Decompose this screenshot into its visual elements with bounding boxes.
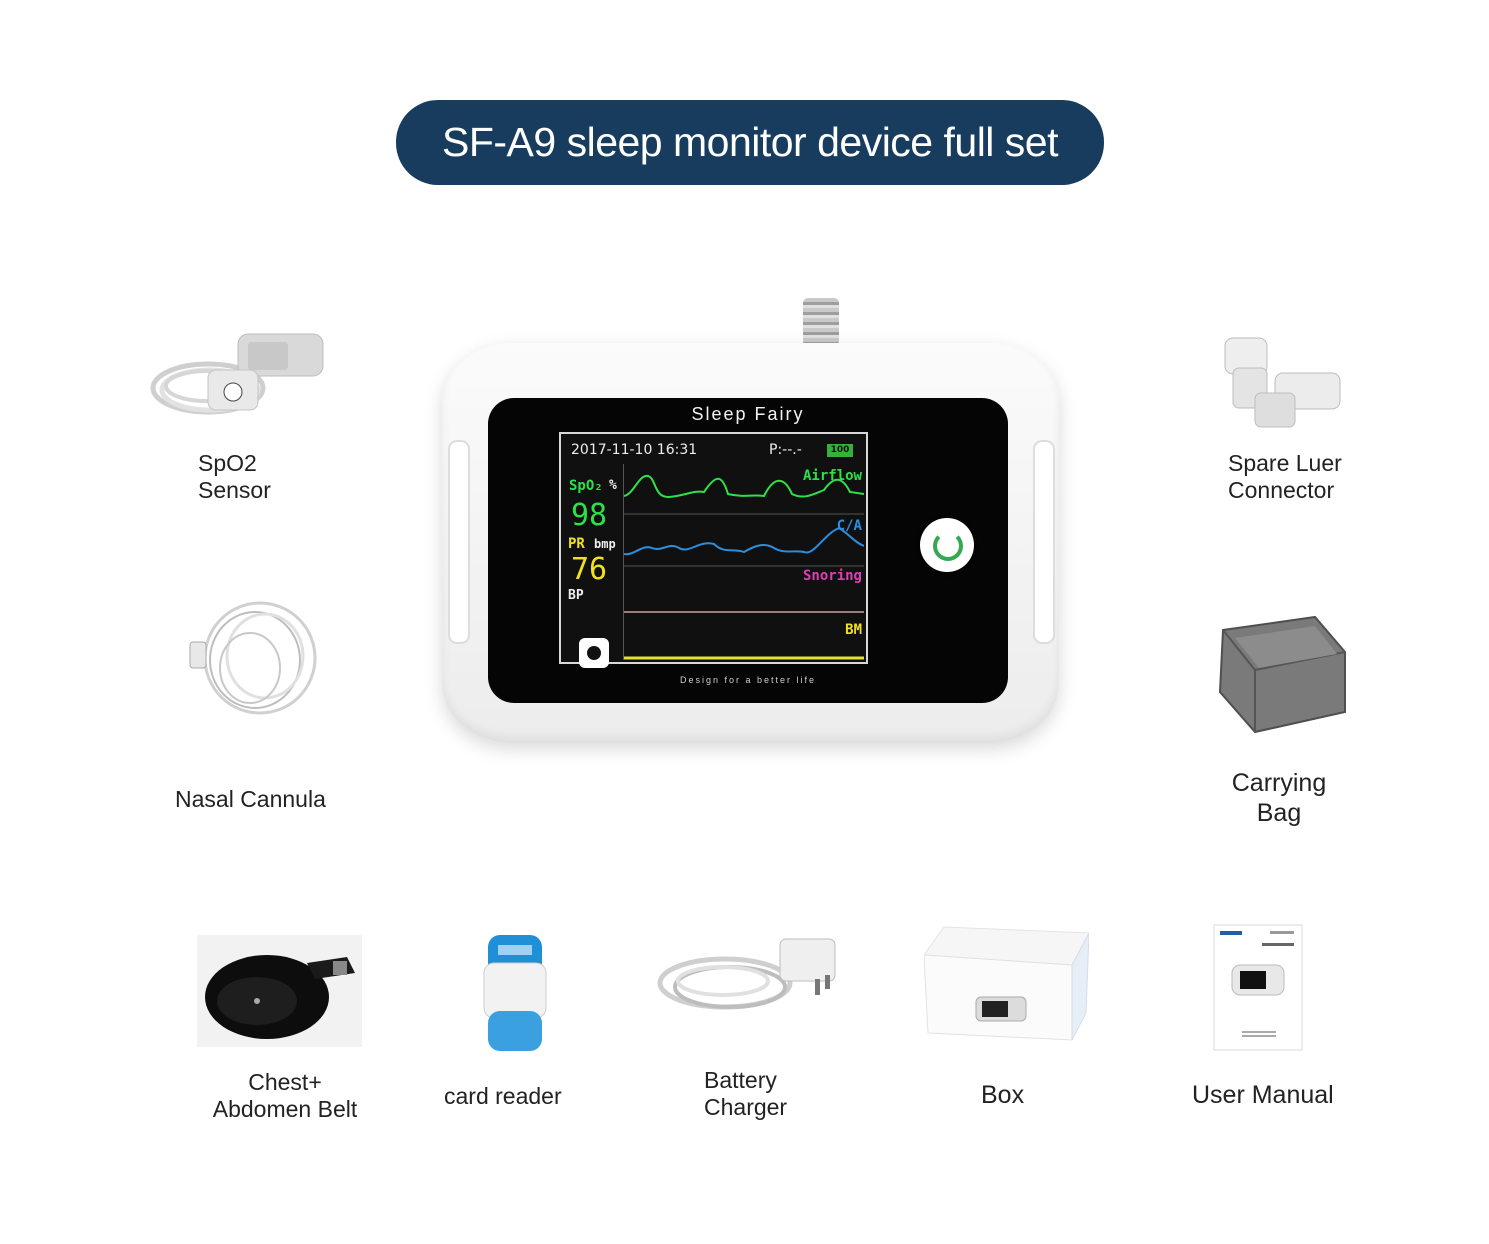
charger-line1: Battery xyxy=(704,1067,777,1093)
battery-icon: 100 xyxy=(827,444,853,457)
ca-label: C/A xyxy=(836,518,862,534)
spare-luer-line1: Spare Luer xyxy=(1228,450,1342,476)
power-button[interactable] xyxy=(920,518,974,572)
device-tagline: Design for a better life xyxy=(679,675,817,685)
waveform-panel xyxy=(624,474,864,660)
belt-line1: Chest+ xyxy=(248,1069,322,1095)
spo2-sensor-label: SpO2 Sensor xyxy=(198,450,271,504)
bp-label: BP xyxy=(568,588,584,603)
belt-image xyxy=(197,935,362,1047)
nasal-cannula-label: Nasal Cannula xyxy=(175,786,326,812)
belt-label: Chest+ Abdomen Belt xyxy=(205,1069,365,1123)
spare-luer-line2: Connector xyxy=(1228,477,1335,503)
screen-status-bar: 2017-11-10 16:31 P:--.- 100 xyxy=(561,434,866,464)
spare-luer-image xyxy=(1224,337,1341,428)
card-reader-label: card reader xyxy=(444,1083,562,1109)
screen-pressure: P:--.- xyxy=(769,442,802,458)
carrying-bag-label: Carrying Bag xyxy=(1228,768,1330,828)
page-title: SF-A9 sleep monitor device full set xyxy=(442,119,1059,165)
spare-luer-label: Spare Luer Connector xyxy=(1228,450,1342,504)
spo2-label: SpO₂ xyxy=(569,478,603,494)
bm-label: BM xyxy=(845,622,862,638)
device-brand: Sleep Fairy xyxy=(691,404,805,424)
left-grip xyxy=(448,440,470,644)
spo2-sensor-line1: SpO2 xyxy=(198,450,257,476)
nasal-cannula-image xyxy=(189,601,317,715)
spo2-sensor-image xyxy=(150,333,324,415)
card-reader-image xyxy=(483,935,547,1051)
charger-line2: Charger xyxy=(704,1094,788,1120)
screen-datetime: 2017-11-10 16:31 xyxy=(571,442,698,458)
pr-value: 76 xyxy=(571,552,608,587)
spo2-unit: % xyxy=(609,478,617,493)
charger-image xyxy=(657,938,836,1010)
vitals-panel: SpO₂ % 98 PR bmp 76 BP xyxy=(561,464,624,668)
title-banner: SF-A9 sleep monitor device full set xyxy=(396,100,1104,185)
ca-wave xyxy=(624,526,864,556)
box-label: Box xyxy=(981,1081,1025,1109)
box-image xyxy=(924,926,1089,1041)
air-nozzle xyxy=(803,298,839,346)
charger-label: Battery Charger xyxy=(704,1067,787,1121)
carrying-bag-line2: Bag xyxy=(1256,799,1302,827)
belt-line2: Abdomen Belt xyxy=(212,1096,358,1122)
carrying-bag-image xyxy=(1218,615,1346,734)
airflow-wave xyxy=(624,474,864,499)
pr-label: PR xyxy=(568,536,585,552)
user-manual-image xyxy=(1213,924,1303,1051)
right-grip xyxy=(1033,440,1055,644)
carrying-bag-line1: Carrying xyxy=(1231,769,1327,797)
airflow-label: Airflow xyxy=(802,468,862,484)
snoring-label: Snoring xyxy=(802,568,862,584)
user-manual-label: User Manual xyxy=(1192,1081,1334,1109)
spo2-value: 98 xyxy=(571,498,608,533)
upload-icon[interactable] xyxy=(579,638,609,668)
pr-unit: bmp xyxy=(594,537,616,551)
spo2-sensor-line2: Sensor xyxy=(198,477,271,503)
device-screen: 2017-11-10 16:31 P:--.- 100 SpO₂ % 98 PR… xyxy=(559,432,868,668)
